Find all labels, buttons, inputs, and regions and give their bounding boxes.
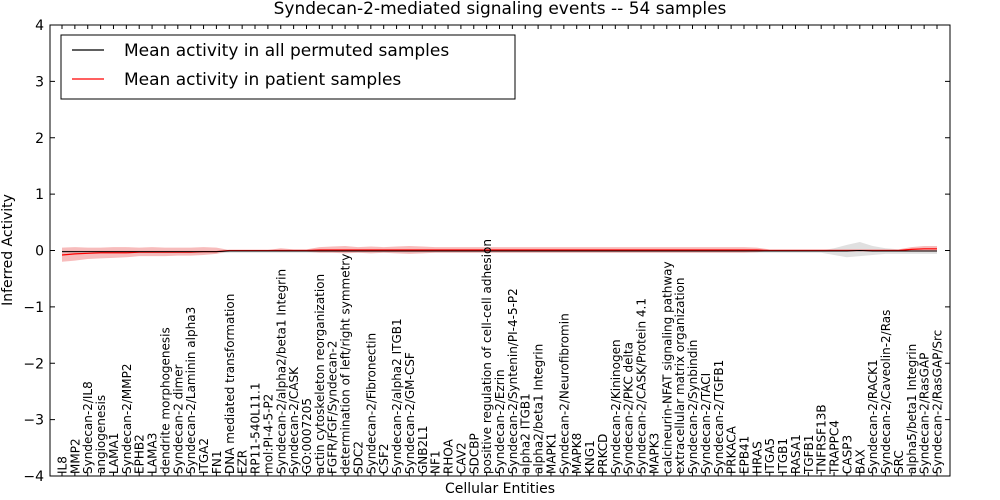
plot-frame xyxy=(49,24,951,477)
y-tick-label: −3 xyxy=(23,413,44,429)
y-tick-label: −4 xyxy=(23,469,44,485)
x-tick-label: RP11-540L11.1 xyxy=(249,383,263,474)
x-tick-label: SDCBP xyxy=(467,433,481,474)
band-permuted xyxy=(62,242,937,258)
chart-title: Syndecan-2-mediated signaling events -- … xyxy=(274,0,727,19)
x-tick-label: Syndecan-2/alpha2/beta1 Integrin xyxy=(274,269,288,474)
x-tick-label: dendrite morphogenesis xyxy=(158,327,172,474)
x-tick-label: ITGB1 xyxy=(776,438,790,474)
x-tick-label: NF1 xyxy=(429,450,443,474)
x-tick-label: Syndecan-2/GM-CSF xyxy=(403,352,417,474)
x-tick-label: EZR xyxy=(236,450,250,474)
line-permuted xyxy=(62,249,937,253)
y-axis-label: Inferred Activity xyxy=(0,194,16,306)
x-tick-label: HRAS xyxy=(750,441,764,474)
x-tick-label: RHOA xyxy=(442,438,456,474)
x-tick-label: LAMA3 xyxy=(146,433,160,474)
x-tick-label: Syndecan-2/RACK1 xyxy=(866,359,880,474)
x-tick-label: TGFB1 xyxy=(802,435,816,475)
x-tick-label: Syndecan-2/TGFB1 xyxy=(712,360,726,474)
legend: Mean activity in all permuted samples Me… xyxy=(60,34,516,100)
x-tick-label: Syndecan-2/RasGAP xyxy=(918,353,932,474)
x-axis-ticks: IL8MMP2Syndecan-2/IL8angiogenesisLAMA1Sy… xyxy=(56,25,945,476)
x-tick-label: calcineurin-NFAT signaling pathway xyxy=(660,261,674,474)
x-tick-label: Syndecan-2/Laminin alpha3 xyxy=(184,307,198,474)
x-axis-label: Cellular Entities xyxy=(445,481,555,497)
y-tick-label: 0 xyxy=(35,244,44,260)
x-tick-label: angiogenesis xyxy=(94,395,108,474)
legend-box xyxy=(60,34,516,100)
x-tick-label: CSF2 xyxy=(377,443,391,474)
x-tick-label: ITGA2 xyxy=(197,438,211,474)
x-tick-label: FN1 xyxy=(210,450,224,474)
y-tick-label: 2 xyxy=(35,131,44,147)
y-tick-label: −1 xyxy=(23,300,44,316)
x-tick-label: extracellular matrix organization xyxy=(673,278,687,475)
x-tick-label: LAMA1 xyxy=(107,433,121,474)
y-axis-ticks: −4 −3 −2 −1 0 1 2 3 4 xyxy=(23,18,950,485)
y-tick-label: −2 xyxy=(23,356,44,372)
x-tick-label: PRKCD xyxy=(596,434,610,474)
x-tick-label: CASP3 xyxy=(840,435,854,474)
x-tick-label: Syndecan-2/IL8 xyxy=(81,381,95,474)
x-tick-label: IL8 xyxy=(56,456,70,474)
x-tick-label: TRAPPC4 xyxy=(828,420,842,475)
x-tick-label: Syndecan-2/Syntenin/PI-4-5-P2 xyxy=(506,288,520,474)
x-tick-label: Syndecan-2/Kininogen xyxy=(609,339,623,474)
series-lines xyxy=(61,248,937,256)
x-tick-label: Syndecan-2/CASK xyxy=(287,366,301,474)
x-tick-label: positive regulation of cell-cell adhesio… xyxy=(480,239,494,474)
x-tick-label: Syndecan-2 dimer xyxy=(171,364,185,474)
x-tick-label: determination of left/right symmetry xyxy=(339,254,353,474)
x-tick-label: PRKACA xyxy=(725,425,739,474)
y-tick-label: 4 xyxy=(35,18,44,34)
x-tick-label: Syndecan-2/alpha2 ITGB1 xyxy=(390,318,404,474)
x-tick-label: alpha2/beta1 Integrin xyxy=(532,344,546,474)
x-tick-label: MAPK1 xyxy=(545,433,559,474)
x-tick-label: Syndecan-2/PKC delta xyxy=(622,342,636,474)
x-tick-label: GO:0007205 xyxy=(300,398,314,474)
x-tick-label: SRC xyxy=(892,450,906,474)
x-tick-label: MAPK3 xyxy=(647,433,661,474)
x-tick-label: MAPK8 xyxy=(570,433,584,474)
x-tick-label: Syndecan-2/CASK/Protein 4.1 xyxy=(635,298,649,474)
x-tick-label: Syndecan-2/Synbindin xyxy=(686,340,700,474)
x-tick-label: GNB2L1 xyxy=(416,426,430,474)
x-tick-label: SDC2 xyxy=(352,441,366,474)
x-tick-label: CAV2 xyxy=(454,442,468,474)
x-tick-label: RASA1 xyxy=(789,434,803,474)
x-tick-label: alpha5/beta1 Integrin xyxy=(905,344,919,474)
x-tick-label: TNFRSF13B xyxy=(815,404,829,475)
x-tick-label: alpha2 ITGB1 xyxy=(519,393,533,474)
x-tick-label: MMP2 xyxy=(68,438,82,474)
x-tick-label: EPHB2 xyxy=(133,434,147,474)
band-patient xyxy=(62,245,937,262)
x-tick-label: Syndecan-2/Caveolin-2/Ras xyxy=(879,310,893,474)
x-tick-label: Syndecan-2/Fibronectin xyxy=(364,333,378,474)
x-tick-label: Syndecan-2/RasGAP/Src xyxy=(931,330,945,474)
x-tick-label: Syndecan-2/MMP2 xyxy=(120,364,134,474)
x-tick-label: BAX xyxy=(853,449,867,474)
x-tick-label: Syndecan-2/TACI xyxy=(699,373,713,474)
x-tick-label: mol:PI-4-5-P2 xyxy=(261,394,275,474)
x-tick-label: FGFR/FGF/Syndecan-2 xyxy=(326,341,340,474)
x-tick-label: Syndecan-2/Neurofibromin xyxy=(557,313,571,474)
x-tick-label: actin cytoskeleton reorganization xyxy=(313,274,327,474)
y-tick-label: 1 xyxy=(35,187,44,203)
y-tick-label: 3 xyxy=(35,74,44,90)
x-tick-label: EPB41 xyxy=(738,436,752,474)
legend-label-permuted: Mean activity in all permuted samples xyxy=(124,41,449,61)
x-tick-label: DNA mediated transformation xyxy=(223,294,237,474)
legend-label-patient: Mean activity in patient samples xyxy=(124,70,401,90)
x-tick-label: ITGA5 xyxy=(763,438,777,474)
x-tick-label: KNG1 xyxy=(583,440,597,474)
x-tick-label: Syndecan-2/Ezrin xyxy=(493,369,507,474)
